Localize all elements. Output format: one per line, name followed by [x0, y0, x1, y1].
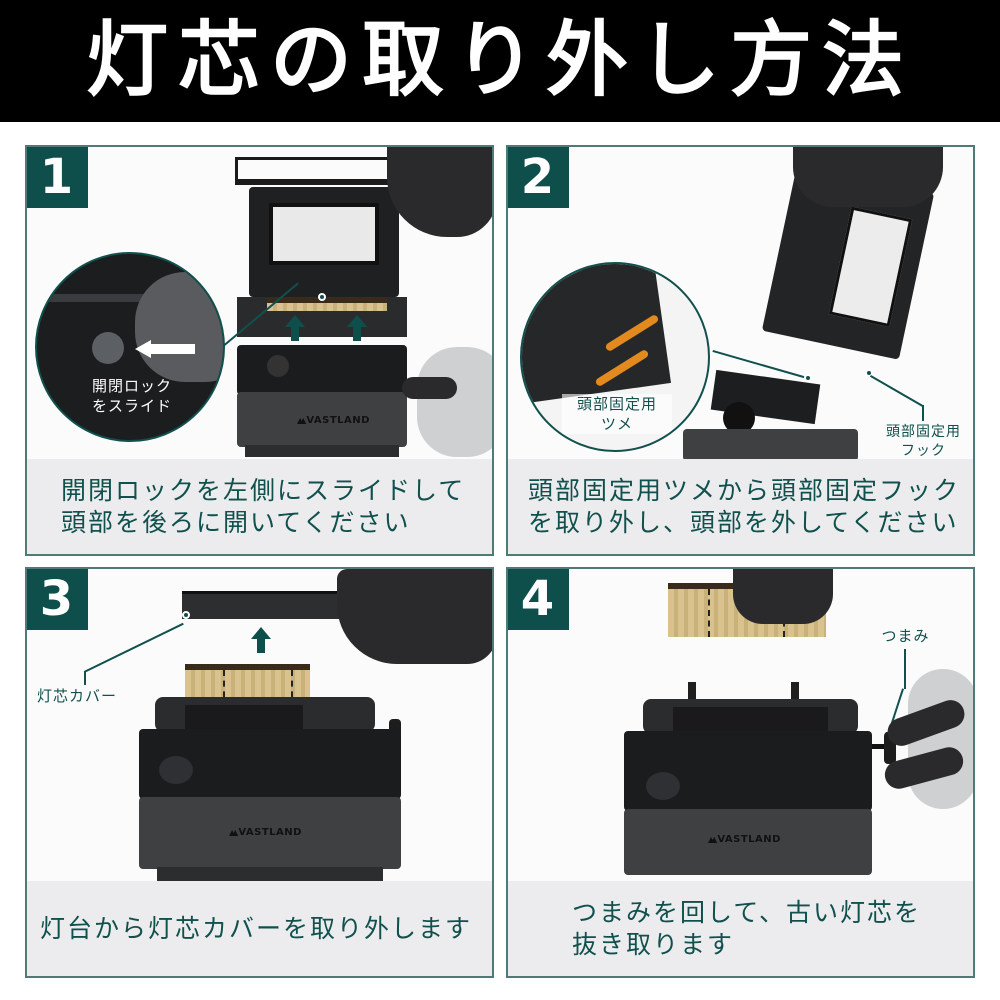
- wick-stitch: [223, 670, 225, 708]
- callout-zoom-circle: 開閉ロック をスライド: [35, 252, 225, 442]
- callout-leader-line: [922, 405, 924, 421]
- up-arrow-stem: [257, 639, 265, 653]
- caption-line: 頭部固定用ツメから頭部固定フック: [528, 475, 961, 505]
- up-arrow-icon: [285, 315, 305, 327]
- head-window: [269, 203, 379, 265]
- base-foot: [245, 445, 399, 457]
- caption-line: 開閉ロックを左側にスライドして: [61, 475, 466, 505]
- lantern-base: [683, 429, 858, 461]
- wick-stitch: [291, 670, 293, 708]
- left-arrow-stem: [151, 344, 195, 354]
- caption-line: 抜き取ります: [572, 929, 735, 959]
- rail-highlight: [37, 294, 223, 302]
- step-number-badge: 3: [27, 569, 88, 630]
- callout-line: ツメ: [600, 415, 633, 433]
- wick-tab: [688, 682, 696, 702]
- up-arrow-icon: [251, 627, 271, 639]
- base-foot: [157, 867, 383, 881]
- caption-line: つまみを回して、古い灯芯を: [572, 897, 922, 927]
- step-photo: つまみ VASTLAND: [508, 569, 973, 883]
- caption-line: 頭部を後ろに開いてください: [61, 507, 411, 537]
- callout-leader-line: [84, 671, 86, 685]
- callout-line: フック: [901, 443, 946, 459]
- wick-stitch: [708, 589, 710, 637]
- callout-leader-line: [870, 375, 923, 407]
- caption-line: 灯台から灯芯カバーを取り外します: [40, 913, 473, 943]
- callout-label-knob: つまみ: [881, 627, 930, 645]
- cap-knob: [723, 402, 755, 434]
- callout-dot: [318, 293, 326, 301]
- wick-cover: [182, 591, 352, 619]
- wick-holder: [185, 705, 303, 733]
- brand-logo: VASTLAND: [708, 834, 781, 845]
- step-caption: 灯台から灯芯カバーを取り外します: [27, 881, 492, 976]
- step-panel-4: 4 つまみ VASTLAND つまみを回して、古い灯芯を 抜き取ります: [506, 567, 975, 978]
- glove-hand: [387, 147, 492, 237]
- callout-label-claw: 頭部固定用 ツメ: [562, 394, 672, 434]
- step-caption: 開閉ロックを左側にスライドして 頭部を後ろに開いてください: [27, 459, 492, 554]
- base-top: [237, 345, 407, 395]
- callout-dot: [804, 374, 812, 382]
- up-arrow-stem: [291, 327, 299, 341]
- up-arrow-icon: [347, 315, 367, 327]
- step-panel-2: 2 頭部固定用 フック 頭部固定用 ツメ 頭: [506, 145, 975, 556]
- callout-line: 開閉ロック: [91, 377, 172, 395]
- callout-leader-line: [84, 622, 184, 673]
- callout-label-wick-cover: 灯芯カバー: [37, 687, 118, 705]
- callout-label-hook: 頭部固定用 フック: [876, 423, 971, 461]
- lantern-head: [249, 187, 399, 297]
- page-header: 灯芯の取り外し方法: [0, 0, 1000, 122]
- glove-finger: [135, 272, 223, 382]
- cap-knob: [646, 772, 680, 800]
- step-photo: VASTLAND 開閉ロック をスライド: [27, 147, 492, 461]
- wick-tab: [791, 682, 799, 702]
- glove-hand: [733, 569, 833, 624]
- cap-knob: [267, 355, 289, 377]
- step-caption: 頭部固定用ツメから頭部固定フック を取り外し、頭部を外してください: [508, 459, 973, 554]
- step-photo: VASTLAND 灯芯カバー: [27, 569, 492, 883]
- left-arrow-icon: [135, 340, 151, 358]
- glove-hand: [337, 569, 492, 664]
- cap-knob: [159, 756, 193, 784]
- callout-line: をスライド: [91, 397, 172, 415]
- step-panel-3: 3 VASTLAND 灯芯カバー 灯台から灯芯カバーを取り外します: [25, 567, 494, 978]
- step-photo: 頭部固定用 フック 頭部固定用 ツメ: [508, 147, 973, 461]
- head-frame: [235, 157, 405, 185]
- callout-dot: [865, 369, 873, 377]
- step-number-badge: 4: [508, 569, 569, 630]
- step-caption: つまみを回して、古い灯芯を 抜き取ります: [508, 881, 973, 976]
- callout-line: 頭部固定用: [886, 424, 961, 440]
- lock-knob: [92, 332, 124, 364]
- step-panel-1: 1 VASTLAND 開閉ロック: [25, 145, 494, 556]
- up-arrow-stem: [353, 327, 361, 341]
- callout-line: 頭部固定用: [576, 395, 657, 413]
- caption-line: を取り外し、頭部を外してください: [528, 507, 959, 537]
- brand-logo: VASTLAND: [297, 415, 370, 426]
- wick-holder: [673, 707, 828, 735]
- callout-leader-line: [904, 649, 906, 689]
- head-window: [828, 206, 913, 328]
- wick: [267, 297, 387, 311]
- step-number-badge: 1: [27, 147, 88, 208]
- step-number-badge: 2: [508, 147, 569, 208]
- page-title: 灯芯の取り外し方法: [85, 13, 914, 108]
- glove-hand: [793, 147, 943, 207]
- callout-zoom-circle: 頭部固定用 ツメ: [520, 262, 710, 452]
- callout-label: 開閉ロック をスライド: [82, 376, 182, 416]
- glove-finger: [402, 377, 457, 399]
- glove-hand: [417, 347, 492, 457]
- brand-logo: VASTLAND: [229, 827, 302, 838]
- callout-dot: [182, 611, 190, 619]
